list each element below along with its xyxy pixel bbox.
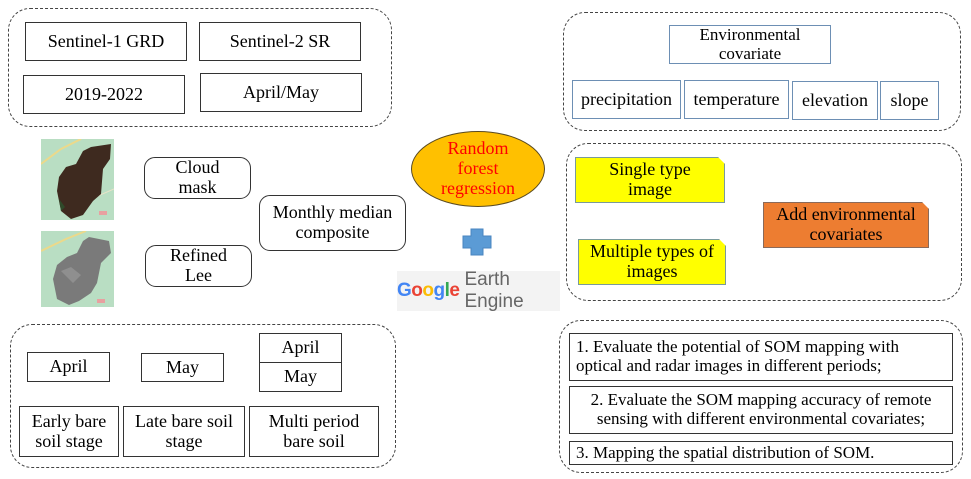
refined-lee-box: Refined Lee: [145, 245, 252, 287]
late-line2: stage: [165, 430, 203, 451]
obj1-line1: 1. Evaluate the potential of SOM mapping…: [576, 337, 899, 357]
radar-image-thumbnail: [41, 231, 114, 307]
obj1-line2: optical and radar images in different pe…: [576, 356, 882, 375]
composite-line2: composite: [295, 222, 370, 242]
refined-lee-line1: Refined: [170, 245, 227, 266]
rf-line2: forest: [457, 158, 499, 179]
multiple-types-box: Multiple types of images: [578, 239, 726, 285]
elevation-box: elevation: [792, 81, 878, 120]
late-line1: Late bare soil: [135, 410, 233, 431]
slope-box: slope: [880, 81, 939, 120]
may-label: May: [166, 356, 199, 377]
google-wordmark: Google: [397, 280, 460, 301]
obj2-line1: 2. Evaluate the SOM mapping accuracy of …: [590, 390, 932, 410]
multi-period-box: Multi period bare soil: [249, 406, 379, 457]
multi-line1: Multi period: [268, 410, 360, 431]
may-box: May: [141, 353, 224, 382]
multi-line2: bare soil: [283, 430, 345, 451]
multiple-line2: images: [626, 261, 678, 281]
cloud-mask-box: Cloud mask: [144, 157, 251, 199]
objective-1-box: 1. Evaluate the potential of SOM mapping…: [569, 333, 953, 381]
composite-line1: Monthly median: [272, 202, 393, 223]
refined-lee-line2: Lee: [185, 265, 212, 285]
environmental-title-line2: covariate: [718, 43, 782, 63]
objectives-group: [559, 320, 963, 473]
temperature-label: temperature: [693, 88, 780, 109]
obj3-label: 3. Mapping the spatial distribution of S…: [576, 442, 875, 462]
data-sources-group: [8, 8, 392, 127]
multiple-line1: Multiple types of: [590, 241, 714, 262]
slope-label: slope: [890, 89, 929, 110]
april-label: April: [49, 356, 88, 377]
precipitation-box: precipitation: [572, 80, 681, 119]
early-line1: Early bare: [31, 410, 107, 431]
rf-line3: regression: [441, 177, 515, 198]
plus-icon: [461, 227, 493, 257]
environmental-title-box: Environmental covariate: [669, 25, 831, 64]
random-forest-ellipse: Random forest regression: [411, 131, 545, 207]
single-line1: Single type: [609, 159, 691, 180]
sentinel2-label: Sentinel-2 SR: [229, 30, 331, 51]
experiments-group: [566, 143, 962, 301]
late-stage-box: Late bare soil stage: [123, 406, 245, 457]
april-box: April: [27, 352, 110, 382]
add-line1: Add environmental: [776, 204, 916, 225]
environmental-title-line1: Environmental: [699, 24, 801, 44]
sentinel1-box: Sentinel-1 GRD: [25, 22, 187, 61]
precipitation-label: precipitation: [581, 88, 672, 109]
months-box: April/May: [200, 73, 362, 112]
single-type-box: Single type image: [575, 157, 725, 203]
periods-group: [10, 324, 396, 468]
early-stage-box: Early bare soil stage: [19, 406, 119, 457]
add-covariates-box: Add environmental covariates: [763, 202, 929, 248]
years-label: 2019-2022: [65, 83, 143, 104]
early-line2: soil stage: [35, 430, 103, 451]
single-line2: image: [628, 179, 672, 199]
multi-april-box: April: [259, 333, 342, 363]
sentinel2-box: Sentinel-2 SR: [199, 22, 361, 61]
rf-line1: Random: [447, 138, 509, 159]
earth-engine-label: Earth Engine: [464, 269, 524, 312]
add-line2: covariates: [809, 224, 883, 244]
years-box: 2019-2022: [23, 75, 185, 114]
google-earth-engine-logo: Google Earth Engine: [397, 269, 560, 312]
environmental-group: [563, 12, 961, 131]
optical-image-thumbnail: [41, 139, 114, 220]
monthly-composite-box: Monthly median composite: [259, 195, 406, 251]
multi-may-box: May: [259, 362, 342, 392]
temperature-box: temperature: [684, 80, 789, 119]
multi-april-label: April: [281, 337, 320, 358]
elevation-label: elevation: [802, 89, 868, 110]
obj2-line2: sensing with different environmental cov…: [596, 409, 926, 428]
cloud-mask-line1: Cloud: [175, 157, 220, 178]
sentinel1-label: Sentinel-1 GRD: [47, 30, 165, 51]
months-label: April/May: [243, 81, 319, 102]
multi-may-label: May: [284, 366, 317, 387]
objective-3-box: 3. Mapping the spatial distribution of S…: [569, 441, 953, 465]
cloud-mask-line2: mask: [178, 177, 217, 197]
objective-2-box: 2. Evaluate the SOM mapping accuracy of …: [569, 386, 953, 434]
